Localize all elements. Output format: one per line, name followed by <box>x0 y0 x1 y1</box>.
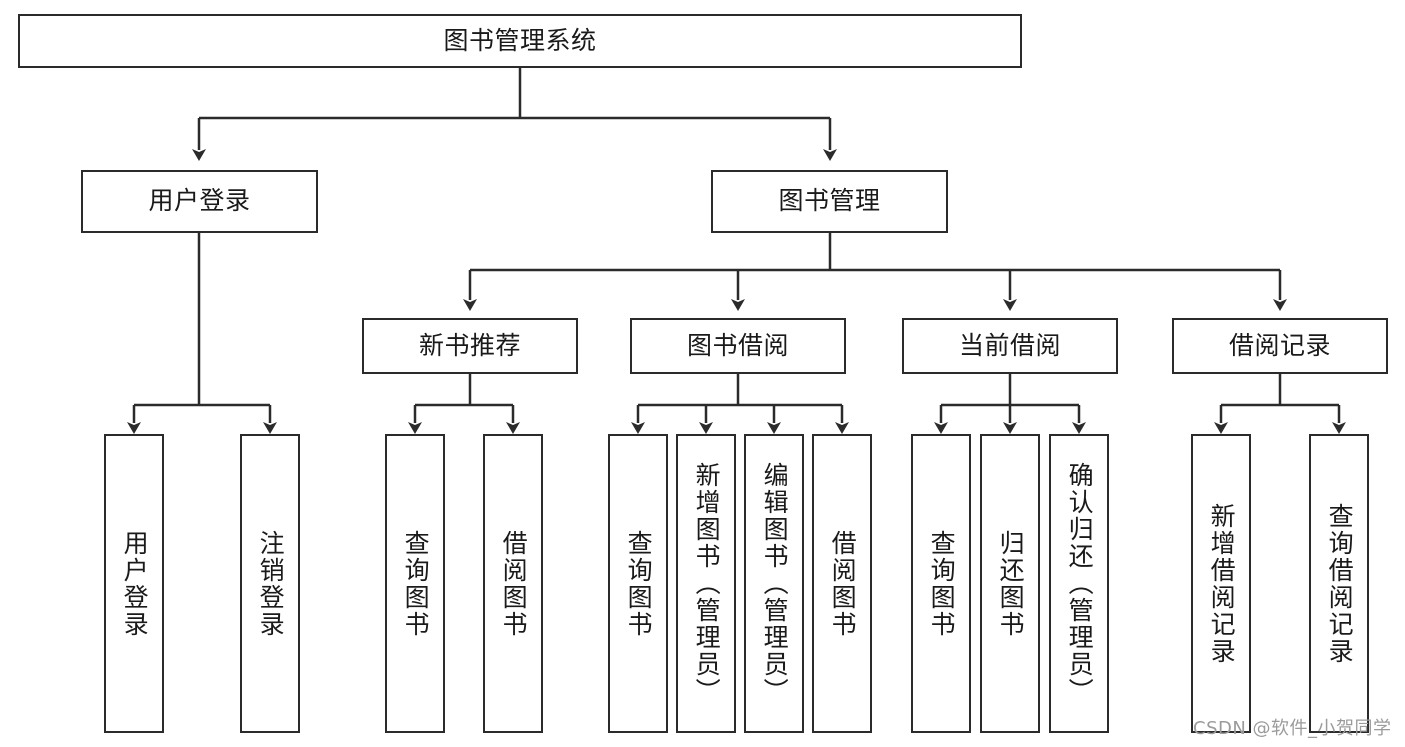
node-current-borrow[interactable]: 当前借阅 <box>902 318 1118 374</box>
node-label: 当前借阅 <box>958 330 1061 360</box>
node-label: 注销登录 <box>256 529 286 638</box>
node-label: 图书借阅 <box>686 330 789 360</box>
node-book-management[interactable]: 图书管理 <box>711 170 948 233</box>
node-label: 新增图书（管理员） <box>692 462 722 705</box>
node-new-book-recommend[interactable]: 新书推荐 <box>362 318 578 374</box>
node-label: 查询图书 <box>927 529 957 638</box>
leaf-user-login-signout[interactable]: 注销登录 <box>240 434 300 733</box>
leaf-borrow-add-book-admin[interactable]: 新增图书（管理员） <box>676 434 736 733</box>
watermark-text: CSDN @软件_小贺同学 <box>1193 718 1392 739</box>
node-label: 图书管理系统 <box>443 25 597 55</box>
leaf-records-add-record[interactable]: 新增借阅记录 <box>1191 434 1251 733</box>
node-book-management-system[interactable]: 图书管理系统 <box>18 14 1022 68</box>
leaf-borrow-query-book[interactable]: 查询图书 <box>608 434 668 733</box>
node-label: 新增借阅记录 <box>1207 502 1237 665</box>
node-label: 编辑图书（管理员） <box>760 462 790 705</box>
leaf-borrow-edit-book-admin[interactable]: 编辑图书（管理员） <box>744 434 804 733</box>
node-label: 查询图书 <box>624 529 654 638</box>
leaf-records-query-record[interactable]: 查询借阅记录 <box>1309 434 1369 733</box>
node-label: 新书推荐 <box>418 330 521 360</box>
leaf-borrow-borrow-book[interactable]: 借阅图书 <box>812 434 872 733</box>
node-label: 图书管理 <box>778 186 881 216</box>
leaf-current-return-book[interactable]: 归还图书 <box>980 434 1040 733</box>
node-label: 用户登录 <box>148 186 251 216</box>
node-borrow-records[interactable]: 借阅记录 <box>1172 318 1388 374</box>
node-label: 确认归还（管理员） <box>1065 462 1095 705</box>
node-label: 借阅图书 <box>828 529 858 638</box>
leaf-current-confirm-return-admin[interactable]: 确认归还（管理员） <box>1049 434 1109 733</box>
node-label: 查询借阅记录 <box>1325 502 1355 665</box>
leaf-user-login-signin[interactable]: 用户登录 <box>104 434 164 733</box>
node-label: 借阅记录 <box>1228 330 1331 360</box>
leaf-recommend-borrow-book[interactable]: 借阅图书 <box>483 434 543 733</box>
leaf-current-query-book[interactable]: 查询图书 <box>911 434 971 733</box>
node-book-borrow[interactable]: 图书借阅 <box>630 318 846 374</box>
node-label: 借阅图书 <box>499 529 529 638</box>
leaf-recommend-query-book[interactable]: 查询图书 <box>385 434 445 733</box>
node-user-login[interactable]: 用户登录 <box>81 170 318 233</box>
node-label: 归还图书 <box>996 529 1026 638</box>
node-label: 查询图书 <box>401 529 431 638</box>
node-label: 用户登录 <box>120 529 150 638</box>
